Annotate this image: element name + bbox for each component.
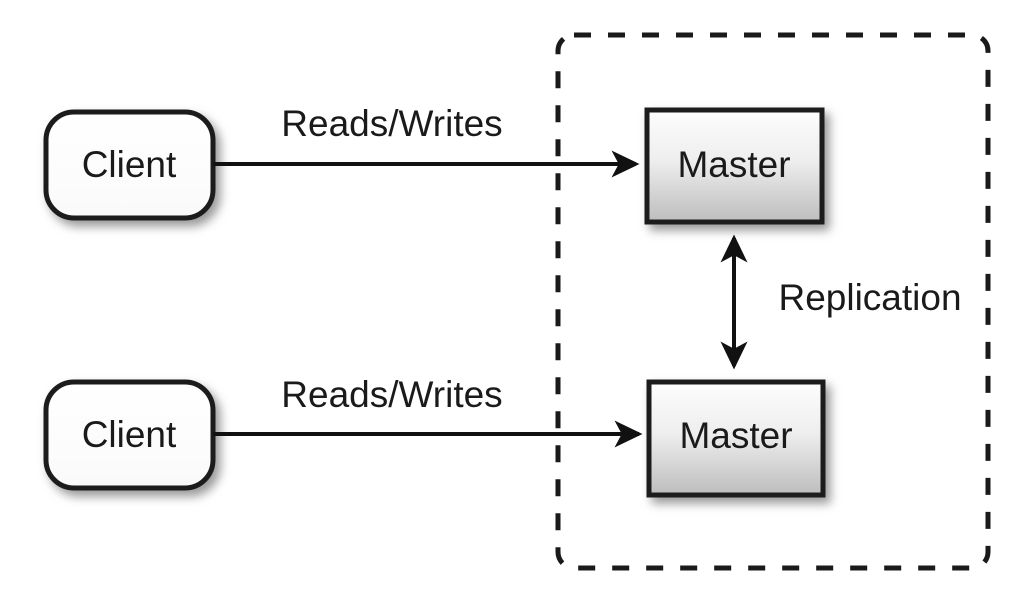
master-bottom-label: Master [679,415,792,456]
edge-reads-writes-bottom[interactable]: Reads/Writes [213,374,643,448]
node-master-top[interactable]: Master [644,107,825,225]
edge-reads-writes-top-label: Reads/Writes [281,103,502,144]
client-bottom-label: Client [82,414,177,455]
node-master-bottom[interactable]: Master [646,379,826,498]
master-top-shape [644,107,825,225]
master-top-label: Master [677,144,790,185]
edge-reads-writes-top[interactable]: Reads/Writes [213,103,640,178]
master-bottom-shape [646,379,826,498]
node-client-top[interactable]: Client [43,109,216,221]
edge-replication-label: Replication [778,277,961,318]
client-top-label: Client [82,144,177,185]
edge-replication[interactable]: Replication [720,234,962,370]
node-client-bottom[interactable]: Client [43,379,216,491]
edge-reads-writes-bottom-label: Reads/Writes [281,374,502,415]
